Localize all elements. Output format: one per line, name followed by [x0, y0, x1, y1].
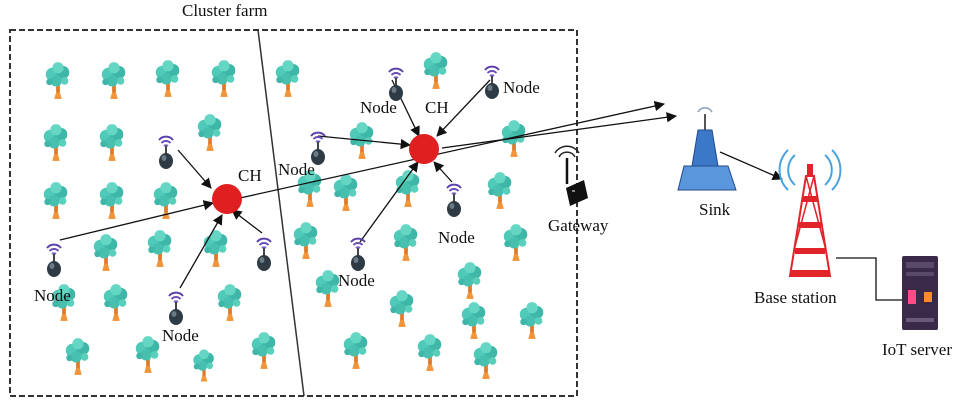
tree-icon [203, 230, 228, 267]
node-label: Node [278, 160, 315, 179]
cluster-divider-line [257, 29, 305, 397]
arrow-node-to-ch [59, 200, 215, 241]
arrow-node-to-ch [179, 214, 223, 289]
tree-icon [461, 302, 486, 339]
base-station-label: Base station [754, 288, 837, 307]
sensor-node-icon [350, 237, 366, 272]
cluster-head-label: CH [425, 98, 449, 117]
tree-icon [333, 174, 358, 211]
tree-icon [197, 114, 222, 151]
sensor-node-icon [46, 243, 62, 278]
cluster-head-2 [409, 134, 439, 164]
tree-icon [135, 336, 160, 373]
tree-icon [101, 62, 126, 99]
diagram-title: Cluster farm [182, 1, 268, 20]
tree-icon [93, 234, 118, 271]
iot-server-label: IoT server [882, 340, 953, 359]
tree-icon [193, 349, 214, 382]
tree-icon [503, 224, 528, 261]
sink-antenna-icon [677, 107, 737, 191]
tree-icon [147, 230, 172, 267]
node-label: Node [338, 271, 375, 290]
tree-icon [457, 262, 482, 299]
cluster-head-1 [212, 184, 242, 214]
connection-arrows [59, 79, 912, 301]
sensor-node-icon [256, 237, 272, 272]
arrow-node-to-ch [359, 161, 419, 243]
cluster-farm-frame [9, 29, 578, 397]
sensor-node-icon [446, 183, 462, 218]
tree-icon [65, 338, 90, 375]
tree-icon [423, 52, 448, 89]
tree-icon [99, 182, 124, 219]
tree-icon [217, 284, 242, 321]
tree-icon [293, 222, 318, 259]
tree-icon [211, 60, 236, 97]
tree-icon [43, 182, 68, 219]
sensor-node-icon [158, 135, 174, 170]
tree-icon [473, 342, 498, 379]
node-label: Node [503, 78, 540, 97]
base-to-server-line [836, 257, 912, 301]
arrow-node-to-ch [433, 161, 453, 183]
tree-icon [275, 60, 300, 97]
sensor-node-icon [168, 291, 184, 326]
tree-group [43, 52, 544, 382]
arrow-ch-to-sink [441, 112, 678, 149]
tree-icon [251, 332, 276, 369]
tree-icon [155, 60, 180, 97]
base-station-tower-icon [778, 149, 842, 277]
tree-icon [43, 124, 68, 161]
node-label: Node [438, 228, 475, 247]
tree-icon [153, 182, 178, 219]
tree-icon [103, 284, 128, 321]
tree-icon [45, 62, 70, 99]
arrow-sink-to-base [719, 151, 783, 181]
arrow-node-to-ch [177, 149, 212, 189]
cluster-head-label: CH [238, 166, 262, 185]
tree-icon [417, 334, 442, 371]
arrow-node-to-ch [317, 135, 412, 150]
tree-icon [487, 172, 512, 209]
sensor-node-icon [388, 67, 404, 102]
tree-icon [519, 302, 544, 339]
tree-icon [99, 124, 124, 161]
server-icon [902, 256, 938, 330]
arrow-node-to-ch [436, 79, 491, 137]
tree-icon [389, 290, 414, 327]
arrow-node-to-ch [231, 209, 263, 234]
arrow-ch-to-sink [239, 100, 666, 199]
node-label: Node [360, 98, 397, 117]
sink-label: Sink [699, 200, 731, 219]
tree-icon [315, 270, 340, 307]
gateway-router-icon [554, 145, 588, 206]
node-label: Node [162, 326, 199, 345]
node-label: Node [34, 286, 71, 305]
gateway-label: Gateway [548, 216, 609, 235]
tree-icon [343, 332, 368, 369]
tree-icon [393, 224, 418, 261]
